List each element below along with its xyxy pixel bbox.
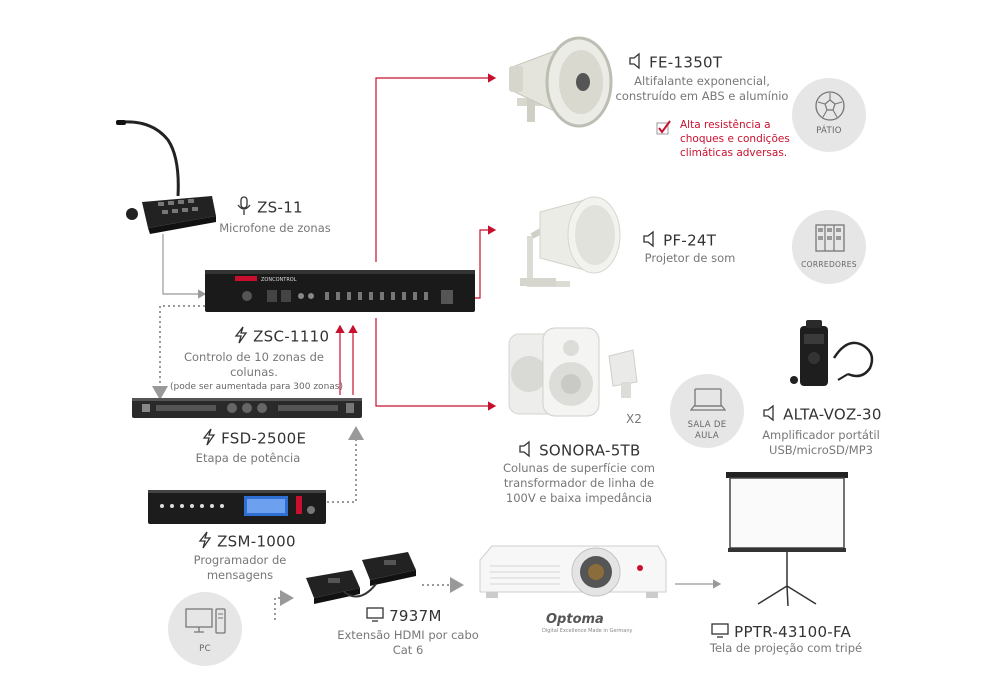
message-programmer-image (148, 490, 326, 524)
portable-amplifier-image (790, 320, 874, 386)
fe1350t-desc-line1: Altifalante exponencial, (634, 74, 770, 88)
classroom-label-line1: SALA DE (687, 420, 727, 430)
zsm1000-title: ZSM-1000 (217, 532, 296, 551)
line-mic-ctrl (162, 234, 207, 299)
checkbox-icon (656, 120, 672, 140)
speaker-icon (628, 52, 644, 74)
sound-projector-image (520, 196, 621, 287)
zsm1000-desc-line1: Programador de (193, 553, 287, 567)
fsd2500e-desc: Etapa de potência (195, 451, 301, 465)
altavoz30-desc-line2: USB/microSD/MP3 (769, 443, 873, 457)
surface-speakers-image (508, 327, 638, 417)
line-pc-hdmi-dotted (274, 590, 294, 620)
video-projector-image (479, 545, 667, 598)
monitor-icon (366, 606, 384, 627)
fe1350t-feature-line2: choques e condições (680, 133, 790, 145)
sonora5tb-desc-line1: Colunas de superfície com (503, 461, 655, 475)
zone-microphone-image (116, 120, 216, 234)
sonora5tb-desc-line2: transformador de linha de (503, 476, 655, 490)
pf24t-desc: Projetor de som (644, 251, 736, 265)
tripod-screen-image (726, 472, 848, 607)
laptop-icon (689, 386, 727, 418)
projector-tagline: Digital Excellence Made in Germany (542, 628, 633, 634)
zsc1110-title: ZSC-1110 (253, 327, 330, 346)
horn-speaker-image (509, 36, 613, 128)
speaker-icon (518, 440, 534, 462)
speaker-icon (642, 230, 658, 252)
zs11-desc: Microfone de zonas (219, 221, 331, 235)
classroom-location: SALA DE AULA (670, 374, 744, 448)
corredores-location: CORREDORES (792, 210, 866, 284)
zsm1000-desc-line2: mensagens (206, 568, 274, 582)
fsd2500e-title: FSD-2500E (221, 429, 307, 448)
microphone-icon (236, 196, 252, 220)
computer-icon (184, 606, 228, 642)
pptr-title: PPTR-43100-FA (734, 623, 852, 641)
line-to-fe1350t (375, 73, 497, 262)
lockers-icon (814, 222, 846, 258)
zsc1110-desc-line1: Controlo de 10 zonas de (183, 350, 324, 364)
lightning-icon (198, 531, 212, 553)
patio-location: PÁTIO (792, 78, 866, 152)
sonora-quantity: X2 (626, 412, 642, 426)
pf24t-title: PF-24T (663, 231, 717, 250)
zone-controller-image: ZONCONTROL (205, 270, 475, 312)
lightning-icon (202, 428, 216, 450)
fe1350t-feature-line1: Alta resistência a (680, 119, 771, 131)
sonora5tb-desc-line3: 100V e baixa impedância (505, 491, 653, 505)
soccer-ball-icon (814, 90, 846, 126)
classroom-label-line2: AULA (695, 431, 719, 441)
pc-label: PC (199, 644, 211, 654)
altavoz30-title: ALTA-VOZ-30 (783, 405, 882, 424)
sonora5tb-title: SONORA-5TB (539, 441, 641, 460)
line-to-sonora (375, 318, 497, 411)
hdmi-extender-image (306, 552, 416, 604)
hdmi7937m-desc-line2: Cat 6 (392, 643, 424, 657)
line-prog-amp-dotted (322, 426, 364, 503)
zsc1110-desc-line3: (pode ser aumentada para 300 zonas) (170, 382, 343, 392)
altavoz30-desc-line1: Amplificador portátil (762, 428, 880, 442)
zs11-title: ZS-11 (257, 198, 303, 217)
projector-brand: Optoma (546, 612, 604, 627)
fe1350t-desc-line2: construído em ABS e alumínio (615, 89, 789, 103)
patio-label: PÁTIO (816, 126, 842, 136)
pc-location: PC (168, 592, 242, 666)
hdmi7937m-desc-line1: Extensão HDMI por cabo (337, 628, 479, 642)
lightning-icon (234, 326, 248, 348)
monitor-icon (711, 622, 729, 643)
fe1350t-title: FE-1350T (649, 53, 723, 72)
controller-brand: ZONCONTROL (261, 277, 297, 283)
speaker-icon (762, 404, 778, 426)
zsc1110-desc-line2: colunas. (230, 365, 278, 379)
fe1350t-feature-line3: climáticas adversas. (680, 147, 788, 159)
pptr-desc: Tela de projeção com tripé (709, 641, 863, 655)
power-amplifier-image (132, 398, 362, 418)
corredores-label: CORREDORES (801, 260, 857, 269)
hdmi7937m-title: 7937M (389, 607, 442, 625)
